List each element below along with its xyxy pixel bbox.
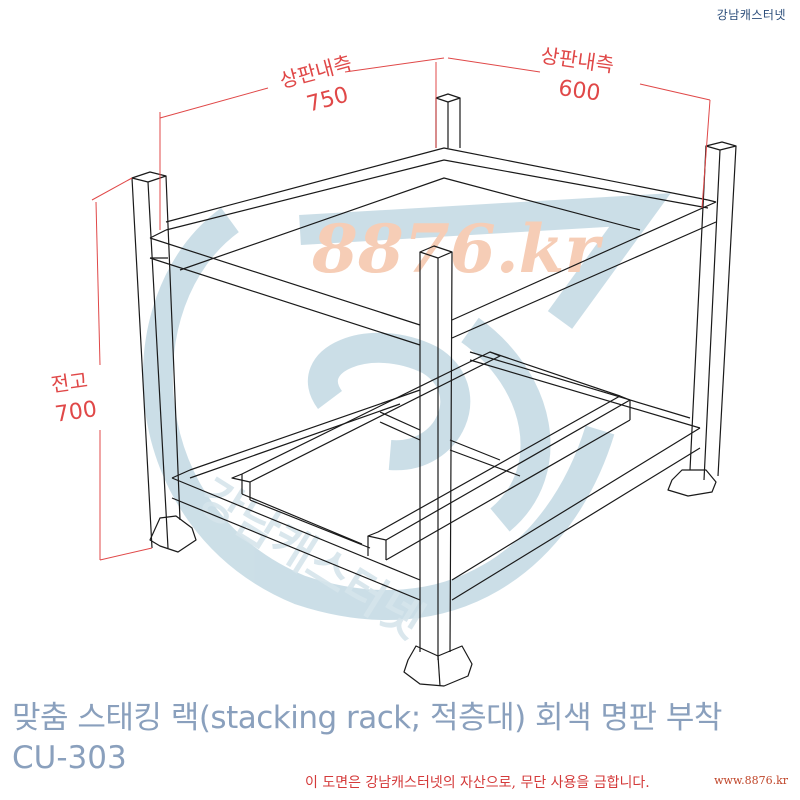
brand-name: 강남캐스터넷 [716, 8, 786, 22]
watermark-text: 8876.kr [311, 210, 603, 288]
watermark-logo [142, 193, 671, 620]
svg-text:전고: 전고 [49, 368, 89, 397]
dimension-height: 전고 700 [49, 368, 99, 428]
dimension-lines [91, 57, 711, 561]
copyright-notice: 이 도면은 강남캐스터넷의 자산으로, 무단 사용을 금합니다. [305, 775, 650, 791]
rack-drawing: 8876.kr 강남캐스터넷 [49, 43, 737, 687]
product-title: 맞춤 스태킹 랙(stacking rack; 적층대) 회색 명판 부착 [12, 700, 722, 736]
svg-text:700: 700 [54, 397, 99, 428]
rack-frame [131, 93, 737, 687]
svg-text:600: 600 [557, 76, 602, 107]
product-code: CU-303 [12, 740, 127, 776]
dimension-depth: 상판내측 600 [539, 43, 615, 107]
svg-text:750: 750 [304, 83, 351, 118]
website-link[interactable]: www.8876.kr [714, 774, 788, 787]
svg-text:상판내측: 상판내측 [539, 43, 615, 77]
dimension-width: 상판내측 750 [277, 51, 354, 118]
